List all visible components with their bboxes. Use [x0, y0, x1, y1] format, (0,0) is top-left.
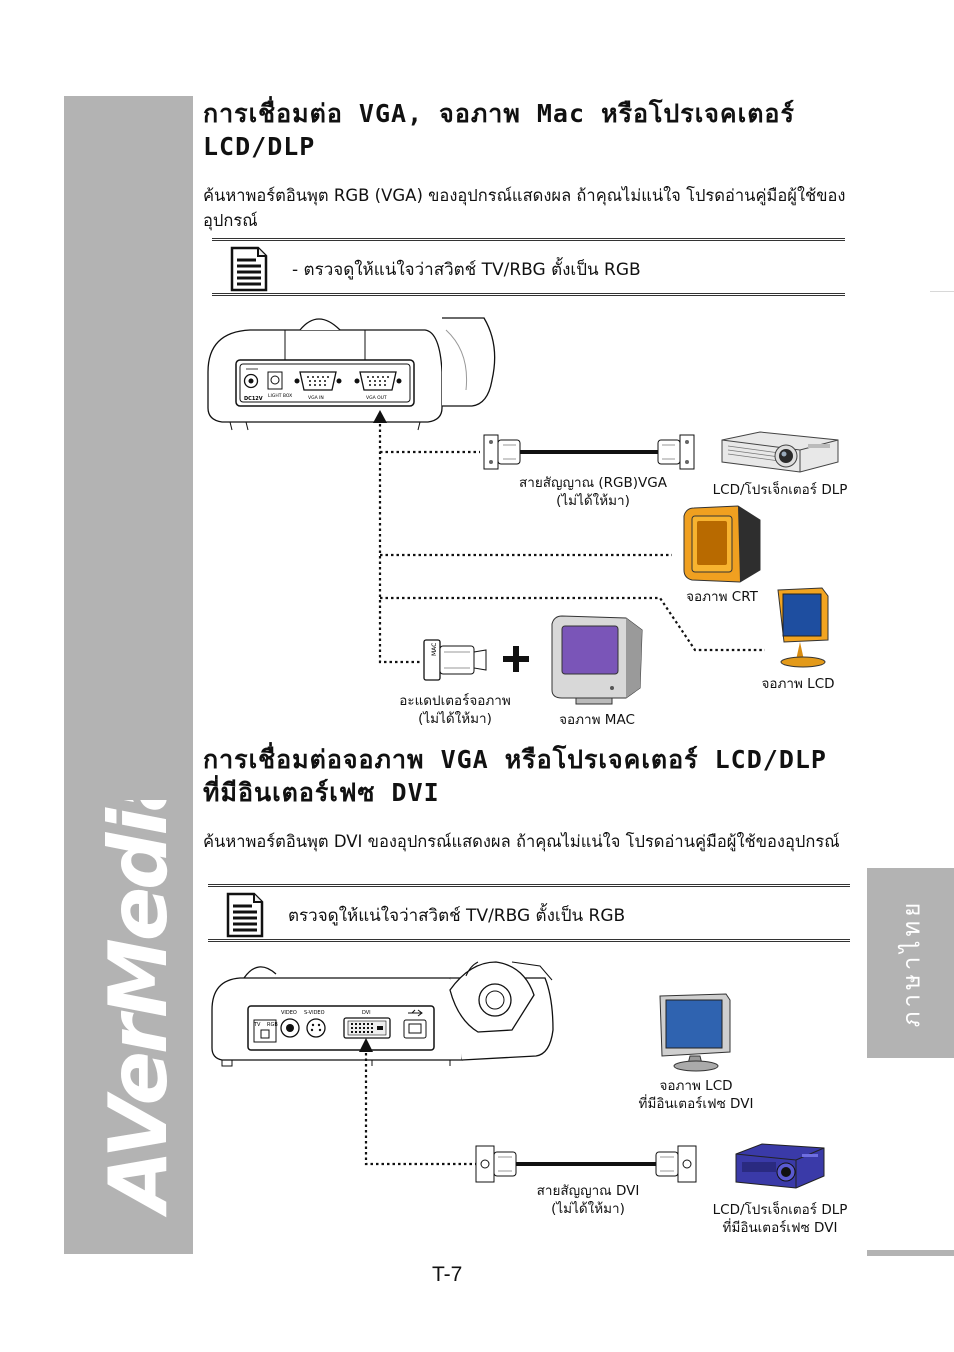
dvi-plug-right [655, 1145, 697, 1183]
label-vga-cable-line1: สายสัญญาณ (RGB)VGA [519, 475, 667, 491]
section1-note-text: - ตรวจดูให้แน่ใจว่าสวิตช์ TV/RBG ตั้งเป็… [292, 260, 641, 280]
usb-port [403, 1009, 427, 1039]
language-tab-label: ภาษาไทย [897, 898, 925, 1028]
adapter-mac-tag: MAC [431, 643, 438, 656]
port-label-vga-in: VGA IN [308, 395, 324, 401]
label-projector: LCD/โปรเจ็กเตอร์ DLP [712, 482, 848, 498]
vga-cable [483, 434, 695, 470]
label-adapter: อะแดปเตอร์จอภาพ (ไม่ได้ให้มา) [380, 692, 530, 728]
lcd-monitor-icon [777, 587, 829, 668]
vga-plug-left [483, 434, 521, 470]
camera-rear-panel-dvi: VIDEO S-VIDEO DVI TV RGB [211, 961, 554, 1067]
label-dvi-cable: สายสัญญาณ DVI (ไม่ได้ให้มา) [520, 1182, 656, 1218]
port-label-dvi: DVI [362, 1010, 371, 1016]
port-label-video: VIDEO [281, 1010, 297, 1016]
crt-monitor-icon [683, 505, 761, 583]
dvi-port [343, 1017, 391, 1039]
page-number: T-7 [432, 1263, 463, 1286]
edge-marker-top [930, 291, 954, 292]
edge-marker-bottom [867, 1250, 954, 1256]
port-label-dc: DC12V [244, 396, 263, 402]
connection-arrow [359, 1038, 373, 1052]
mac-adapter-icon: MAC [423, 639, 487, 681]
brand-logo-graphic: AVerMedia [92, 760, 185, 1218]
label-projector-dvi-line1: LCD/โปรเจ็กเตอร์ DLP [712, 1202, 848, 1218]
label-dvi-cable-line1: สายสัญญาณ DVI [536, 1183, 640, 1199]
label-lcd: จอภาพ LCD [761, 676, 835, 692]
mac-monitor-icon [551, 615, 643, 705]
section2-paragraph: ค้นหาพอร์ตอินพุต DVI ของอุปกรณ์แสดงผล ถ้… [203, 832, 840, 851]
port-label-lightbox: LIGHT BOX [268, 393, 292, 399]
note-document-icon [230, 246, 268, 292]
vga-plug-right [657, 434, 695, 470]
plus-icon [503, 646, 529, 672]
projector-dvi-icon [735, 1143, 825, 1189]
label-adapter-line2: (ไม่ได้ให้มา) [418, 711, 492, 727]
dotted-connection-lines [378, 424, 765, 664]
lcd-dvi-monitor-icon [659, 993, 731, 1072]
brand-logo-text: AVerMedia [92, 800, 185, 1218]
port-label-tv: TV [253, 1022, 261, 1028]
label-vga-cable: สายสัญญาณ (RGB)VGA (ไม่ได้ให้มา) [508, 474, 678, 510]
label-projector-dvi-line2: ที่มีอินเตอร์เฟซ DVI [722, 1220, 838, 1236]
label-mac: จอภาพ MAC [559, 712, 635, 728]
dvi-plug-left [475, 1145, 517, 1183]
label-lcd-dvi: จอภาพ LCD ที่มีอินเตอร์เฟซ DVI [618, 1077, 774, 1113]
label-vga-cable-line2: (ไม่ได้ให้มา) [556, 493, 630, 509]
label-projector-dvi: LCD/โปรเจ็กเตอร์ DLP ที่มีอินเตอร์เฟซ DV… [702, 1201, 858, 1237]
connection-arrow [373, 410, 387, 423]
port-label-svideo: S-VIDEO [304, 1010, 325, 1016]
dotted-connection-lines [364, 1053, 480, 1166]
section1-heading: การเชื่อมต่อ VGA, จอภาพ Mac หรือโปรเจคเต… [203, 99, 795, 161]
label-lcd-dvi-line2: ที่มีอินเตอร์เฟซ DVI [638, 1096, 754, 1112]
section1-note: - ตรวจดูให้แน่ใจว่าสวิตช์ TV/RBG ตั้งเป็… [212, 238, 845, 296]
port-label-vga-out: VGA OUT [366, 395, 387, 401]
label-dvi-cable-line2: (ไม่ได้ให้มา) [551, 1201, 625, 1217]
note-document-icon [226, 892, 264, 938]
label-adapter-line1: อะแดปเตอร์จอภาพ [399, 693, 511, 709]
camera-rear-panel-vga: DC12V LIGHT BOX VGA IN VGA OUT [207, 317, 496, 431]
vga-out-port [354, 371, 402, 391]
projector-icon [721, 431, 839, 473]
language-tab[interactable]: ภาษาไทย [867, 868, 954, 1058]
section2-note-text: ตรวจดูให้แน่ใจว่าสวิตช์ TV/RBG ตั้งเป็น … [288, 906, 626, 926]
section2-heading: การเชื่อมต่อจอภาพ VGA หรือโปรเจคเตอร์ LC… [203, 745, 827, 807]
label-lcd-dvi-line1: จอภาพ LCD [659, 1078, 733, 1094]
vga-in-port [294, 371, 342, 391]
port-label-rgb: RGB [267, 1022, 278, 1028]
section1-paragraph: ค้นหาพอร์ตอินพุต RGB (VGA) ของอุปกรณ์แสด… [203, 186, 846, 230]
dvi-cable [475, 1145, 697, 1183]
brand-logo: AVerMedia [64, 760, 193, 1220]
section2-note: ตรวจดูให้แน่ใจว่าสวิตช์ TV/RBG ตั้งเป็น … [208, 884, 850, 942]
label-crt: จอภาพ CRT [686, 589, 758, 605]
sidebar-band [64, 96, 193, 1254]
